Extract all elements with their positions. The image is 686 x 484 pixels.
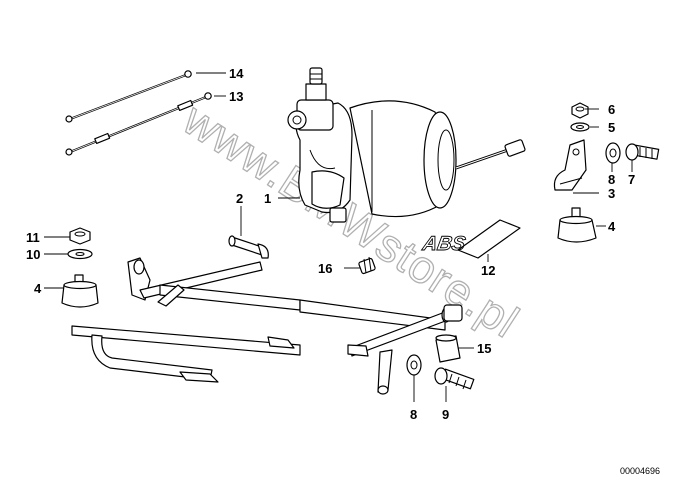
part-11-nut[interactable] (69, 227, 91, 245)
reference-number: 00004696 (620, 466, 660, 476)
callout-13: 13 (229, 89, 243, 104)
callout-12: 12 (481, 263, 495, 278)
part-7-bolt[interactable] (625, 143, 660, 161)
callout-labels: 14 13 1 2 6 5 3 4 8 7 11 10 4 16 12 15 8… (26, 66, 635, 422)
callout-10: 10 (26, 247, 40, 262)
part-8-washer-right[interactable] (605, 142, 621, 164)
part-15-bushing[interactable] (435, 334, 461, 363)
part-14-cable[interactable] (65, 70, 192, 123)
callout-7: 7 (628, 172, 635, 187)
callout-11: 11 (26, 230, 40, 245)
part-1-abs-unit[interactable] (287, 67, 526, 223)
part-4-mount-right[interactable] (557, 207, 597, 243)
part-3-bracket[interactable] (553, 139, 587, 191)
part-9-bolt[interactable] (434, 367, 475, 390)
callout-4-left: 4 (34, 281, 42, 296)
part-5-washer[interactable] (570, 122, 590, 132)
part-16-plug[interactable] (358, 256, 376, 275)
part-12-abs-emblem[interactable]: ABS (420, 219, 521, 259)
part-2-carrier-frame[interactable] (71, 235, 463, 395)
callout-3: 3 (608, 186, 615, 201)
callout-2: 2 (236, 191, 243, 206)
abs-emblem-text: ABS (420, 233, 468, 255)
callout-8-right: 8 (608, 172, 615, 187)
callout-5: 5 (608, 120, 615, 135)
leader-lines (44, 72, 633, 402)
part-4-mount-left[interactable] (61, 274, 99, 308)
callout-8-bottom: 8 (410, 407, 417, 422)
part-10-washer[interactable] (67, 248, 93, 260)
callout-14: 14 (229, 66, 244, 81)
part-8-washer-bottom[interactable] (406, 354, 422, 376)
callout-15: 15 (477, 341, 491, 356)
callout-16: 16 (318, 261, 332, 276)
part-13-cable[interactable] (65, 92, 212, 156)
callout-6: 6 (608, 102, 615, 117)
callout-9: 9 (442, 407, 449, 422)
callout-1: 1 (264, 191, 271, 206)
part-6-nut[interactable] (571, 102, 589, 119)
callout-4-right: 4 (608, 219, 616, 234)
